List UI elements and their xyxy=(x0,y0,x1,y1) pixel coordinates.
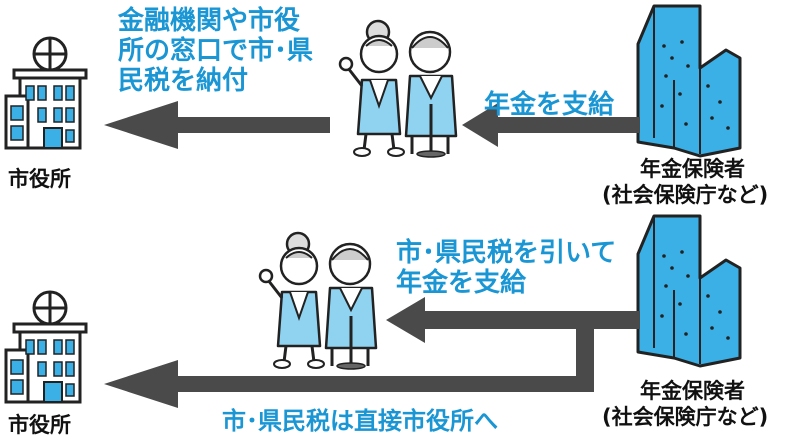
deduct-note-line-1: 市･県民税を引いて xyxy=(396,238,617,268)
city-office-label: 市役所 xyxy=(8,167,71,191)
arrow-pension-to-couple xyxy=(462,103,640,147)
insurer-label-bottom-line-1: 年金保険者 xyxy=(640,379,745,403)
arrow-tax-direct-to-cityhall xyxy=(104,329,594,408)
payment-note-line-1: 金融機関や市役 xyxy=(118,6,301,36)
payment-note-line-2: 所の窓口で市･県 xyxy=(118,36,314,66)
payment-note-line-3: 民税を納付 xyxy=(118,66,249,96)
payment-note: 金融機関や市役 所の窓口で市･県 民税を納付 xyxy=(118,6,313,96)
deduct-note-line-2: 年金を支給 xyxy=(396,268,527,298)
pension-paid-label: 年金を支給 xyxy=(484,90,615,120)
insurer-label-bottom-line-2: (社会保険庁など) xyxy=(602,405,769,429)
city-hall-icon-bottom xyxy=(4,290,88,404)
elderly-couple-icon xyxy=(338,19,458,159)
office-building-icon-bottom xyxy=(636,214,742,368)
insurer-label-line-1: 年金保険者 xyxy=(640,157,745,181)
insurer-label: 年金保険者 (社会保険庁など) xyxy=(602,156,768,208)
insurer-label-bottom: 年金保険者 (社会保険庁など) xyxy=(602,378,768,430)
office-building-icon xyxy=(636,4,742,158)
direct-tax-note: 市･県民税は直接市役所へ xyxy=(222,407,498,435)
insurer-label-line-2: (社会保険庁など) xyxy=(602,183,769,207)
city-hall-icon xyxy=(4,36,88,150)
arrow-pension-to-couple-bottom xyxy=(386,297,640,343)
arrow-couple-to-cityhall xyxy=(104,101,330,149)
deduct-note: 市･県民税を引いて 年金を支給 xyxy=(396,238,616,298)
elderly-couple-icon-bottom xyxy=(258,231,378,371)
city-office-label-bottom: 市役所 xyxy=(8,413,71,437)
